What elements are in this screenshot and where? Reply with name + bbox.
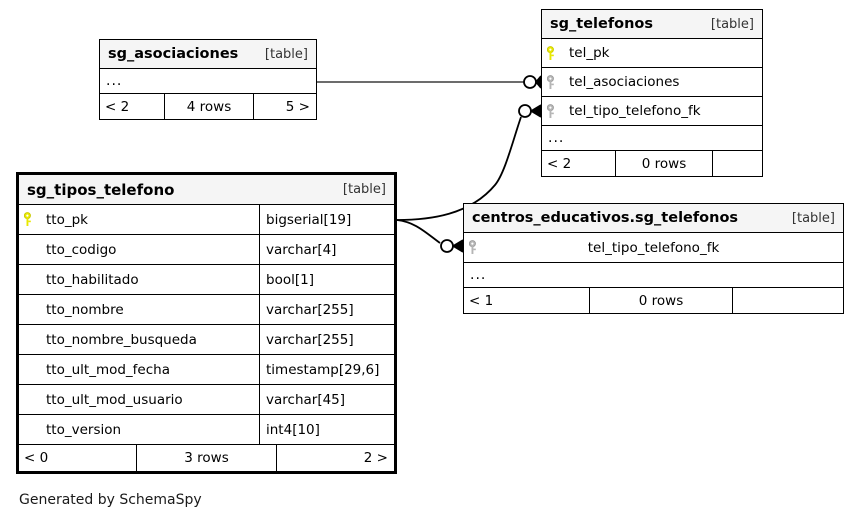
- table-ellipsis-row: ...: [464, 263, 843, 288]
- footer-child-count: [733, 288, 843, 313]
- table-footer-sg-tipos-telefono: < 0 3 rows 2 >: [19, 445, 394, 471]
- table-title: sg_asociaciones: [108, 46, 239, 62]
- connector-tipos-centros: [440, 239, 464, 253]
- table-footer-sg-asociaciones: < 2 4 rows 5 >: [100, 94, 316, 119]
- key-slot-empty: [19, 265, 39, 294]
- table-header-centros-educativos-sg-telefonos: centros_educativos.sg_telefonos [table]: [464, 204, 843, 233]
- edge-tipos-to-centros: [396, 219, 441, 244]
- table-centros-educativos-sg-telefonos[interactable]: centros_educativos.sg_telefonos [table] …: [463, 203, 844, 314]
- generated-by-note: Generated by SchemaSpy: [19, 492, 202, 508]
- column-name: tto_version: [46, 421, 122, 438]
- column-type: varchar[255]: [259, 295, 394, 324]
- table-sg-asociaciones[interactable]: sg_asociaciones [table] ... < 2 4 rows 5…: [99, 39, 317, 120]
- table-row[interactable]: tto_nombre varchar[255]: [19, 295, 394, 325]
- table-row[interactable]: tel_tipo_telefono_fk: [542, 97, 762, 126]
- key-slot-empty: [19, 355, 39, 384]
- footer-parent-count: < 0: [24, 450, 49, 466]
- column-name: tto_ult_mod_fecha: [46, 361, 170, 378]
- table-kind-label: [table]: [342, 182, 386, 197]
- column-type: timestamp[29,6]: [259, 355, 394, 384]
- footer-row-count: 3 rows: [136, 445, 277, 471]
- column-name: tto_habilitado: [46, 271, 139, 288]
- column-type: varchar[255]: [259, 325, 394, 354]
- column-name: tel_tipo_telefono_fk: [587, 239, 720, 256]
- table-header-sg-telefonos: sg_telefonos [table]: [542, 10, 762, 39]
- key-slot-empty: [19, 385, 39, 414]
- column-name: tto_nombre_busqueda: [46, 331, 197, 348]
- table-footer-sg-telefonos: < 2 0 rows: [542, 151, 762, 176]
- table-kind-label: [table]: [264, 46, 308, 62]
- table-row[interactable]: tto_habilitado bool[1]: [19, 265, 394, 295]
- footer-row-count: 0 rows: [589, 288, 733, 313]
- column-type: bool[1]: [259, 265, 394, 294]
- footer-parent-count: < 2: [105, 98, 130, 115]
- table-title: sg_telefonos: [550, 16, 654, 32]
- table-row[interactable]: tto_pk bigserial[19]: [19, 205, 394, 235]
- key-slot-empty: [19, 295, 39, 324]
- column-type: int4[10]: [259, 415, 394, 444]
- table-title: centros_educativos.sg_telefonos: [472, 210, 739, 226]
- table-header-sg-tipos-telefono: sg_tipos_telefono [table]: [19, 175, 394, 205]
- table-row[interactable]: tel_tipo_telefono_fk: [464, 233, 843, 263]
- table-ellipsis-row: ...: [100, 69, 316, 94]
- table-row[interactable]: tel_asociaciones: [542, 68, 762, 97]
- key-slot-empty: [19, 415, 39, 444]
- table-kind-label: [table]: [710, 16, 754, 32]
- foreign-key-icon: [542, 68, 562, 96]
- column-name: tel_tipo_telefono_fk: [569, 103, 701, 119]
- footer-parent-count: < 2: [547, 155, 572, 172]
- column-name: tto_pk: [46, 211, 88, 228]
- table-row[interactable]: tto_codigo varchar[4]: [19, 235, 394, 265]
- footer-parent-count: < 1: [469, 292, 494, 309]
- column-name: tto_codigo: [46, 241, 117, 258]
- connector-tipos-telefonos: [518, 104, 542, 118]
- column-type: varchar[45]: [259, 385, 394, 414]
- table-sg-telefonos[interactable]: sg_telefonos [table] tel_pk tel_asociaci…: [541, 9, 763, 177]
- foreign-key-icon: [542, 97, 562, 125]
- footer-child-count: 2 >: [363, 450, 388, 466]
- column-type: varchar[4]: [259, 235, 394, 264]
- key-slot-empty: [19, 235, 39, 264]
- table-row[interactable]: tto_nombre_busqueda varchar[255]: [19, 325, 394, 355]
- table-row[interactable]: tto_version int4[10]: [19, 415, 394, 445]
- column-name: tel_asociaciones: [569, 74, 680, 90]
- column-name: tto_nombre: [46, 301, 124, 318]
- column-name: tel_pk: [569, 45, 610, 61]
- key-slot-empty: [19, 325, 39, 354]
- table-row[interactable]: tto_ult_mod_fecha timestamp[29,6]: [19, 355, 394, 385]
- table-sg-tipos-telefono[interactable]: sg_tipos_telefono [table] tto_pk bigseri…: [16, 172, 397, 474]
- table-title: sg_tipos_telefono: [27, 180, 175, 199]
- foreign-key-icon: [464, 233, 484, 262]
- table-row[interactable]: tto_ult_mod_usuario varchar[45]: [19, 385, 394, 415]
- footer-child-count: 5 >: [285, 98, 310, 115]
- table-footer-centros-educativos-sg-telefonos: < 1 0 rows: [464, 288, 843, 313]
- table-header-sg-asociaciones: sg_asociaciones [table]: [100, 40, 316, 69]
- footer-row-count: 0 rows: [615, 151, 713, 176]
- footer-child-count: [713, 151, 762, 176]
- table-kind-label: [table]: [791, 210, 835, 226]
- connector-asociaciones-telefonos: [523, 75, 542, 89]
- primary-key-icon: [542, 39, 562, 67]
- table-ellipsis-row: ...: [542, 126, 762, 151]
- primary-key-icon: [19, 205, 39, 234]
- table-row[interactable]: tel_pk: [542, 39, 762, 68]
- footer-row-count: 4 rows: [164, 94, 254, 119]
- column-name: tto_ult_mod_usuario: [46, 391, 183, 408]
- column-type: bigserial[19]: [259, 205, 394, 234]
